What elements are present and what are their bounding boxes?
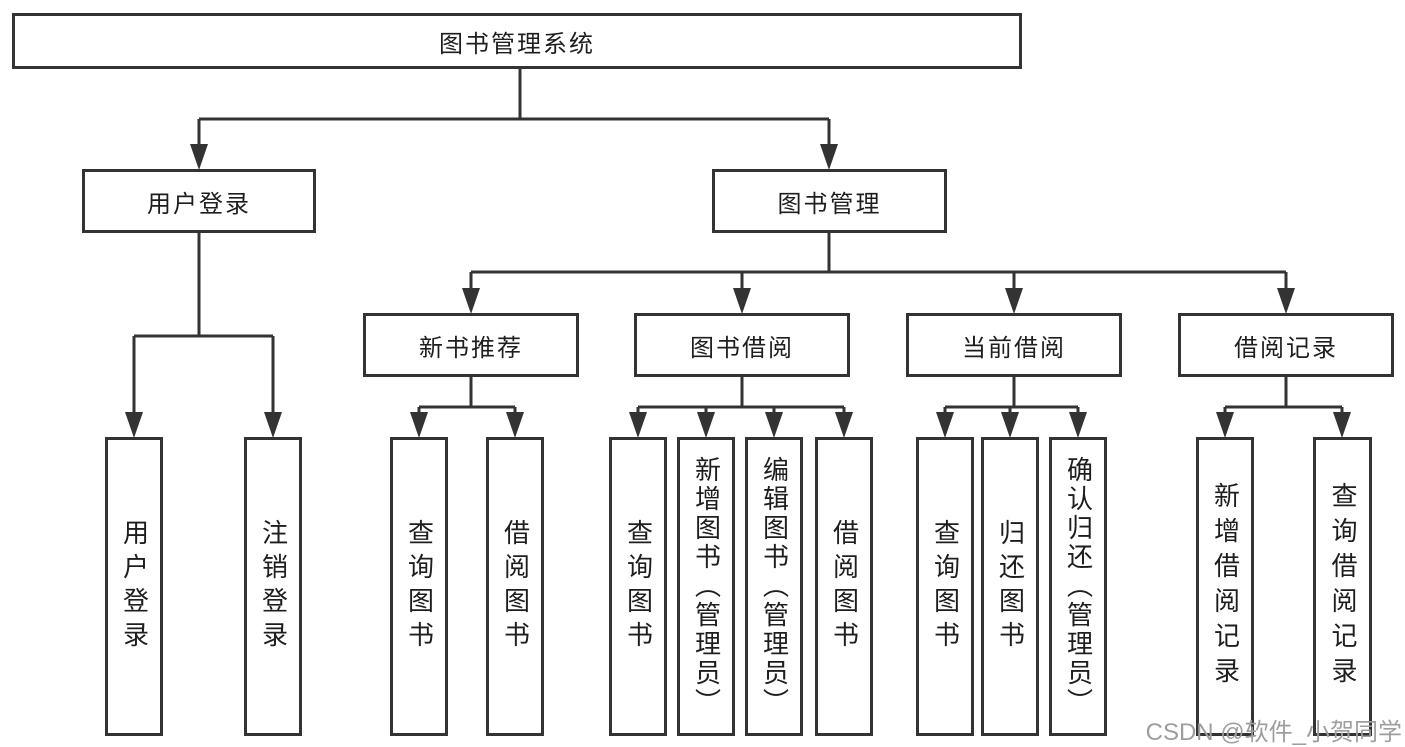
leaf-user-login: 用户登录 [105,437,163,736]
leaf-logout: 注销登录 [244,437,302,736]
leaf-records-add-record: 新增借阅记录 [1196,437,1254,736]
arrowheads [125,144,1351,438]
leaf-borrow-add-books-admin: 新增图书（管理员） [677,437,735,736]
node-library-management-system: 图书管理系统 [12,13,1022,69]
leaf-borrow-borrow-books: 借阅图书 [815,437,873,736]
node-borrow-records: 借阅记录 [1178,313,1394,377]
leaf-newbook-query-books: 查询图书 [390,437,448,736]
node-book-management: 图书管理 [712,169,947,233]
node-user-login: 用户登录 [82,169,316,233]
leaf-current-return-books: 归还图书 [981,437,1039,736]
leaf-borrow-query-books: 查询图书 [609,437,667,736]
leaf-borrow-edit-books-admin: 编辑图书（管理员） [745,437,803,736]
node-current-borrow: 当前借阅 [906,313,1122,377]
leaf-current-confirm-return-admin: 确认归还（管理员） [1049,437,1107,736]
node-book-borrow: 图书借阅 [634,313,850,377]
leaf-current-query-books: 查询图书 [916,437,974,736]
leaf-records-query-record: 查询借阅记录 [1313,437,1372,736]
node-new-book-recommend: 新书推荐 [363,313,579,377]
leaf-newbook-borrow-books: 借阅图书 [486,437,544,736]
watermark: CSDN @软件_小贺同学 [1145,719,1402,746]
